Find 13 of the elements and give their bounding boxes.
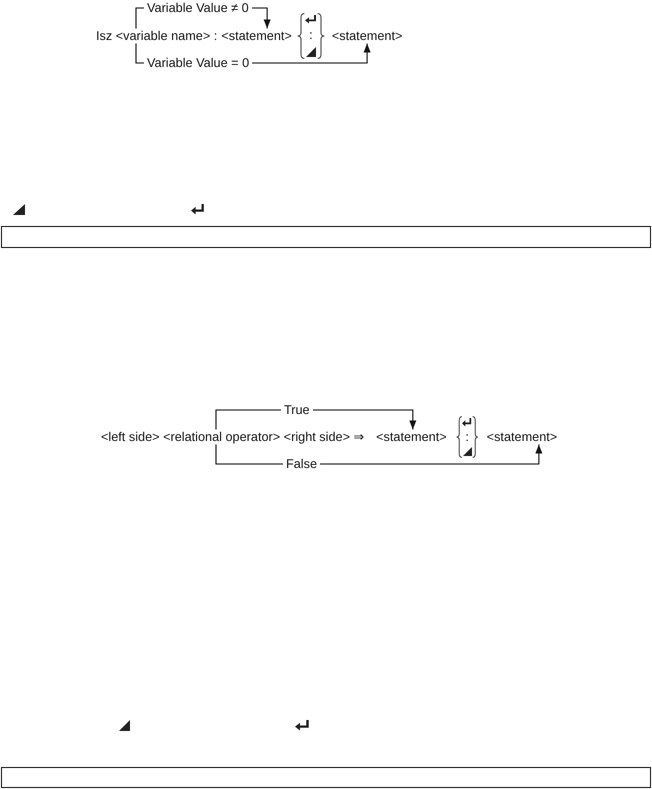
command-syntax: Isz <variable name> : xyxy=(96,28,218,44)
statement-text: <statement> xyxy=(486,430,558,444)
branch-arrow xyxy=(215,444,542,465)
command-syntax: <left side> <relational operator> <right side> ⇒ xyxy=(101,430,364,444)
statement-text: <statement> xyxy=(332,28,402,44)
edge-label: Variable Value ≠ 0 xyxy=(144,0,252,16)
statement-text: <statement> xyxy=(376,430,447,444)
edge-label: True xyxy=(281,402,313,418)
edge-label: Variable Value = 0 xyxy=(144,56,252,70)
colon-separator: : xyxy=(309,29,313,42)
colon-separator: : xyxy=(465,430,469,444)
edge-label: False xyxy=(283,456,320,472)
statement-text: <statement> xyxy=(221,28,292,44)
